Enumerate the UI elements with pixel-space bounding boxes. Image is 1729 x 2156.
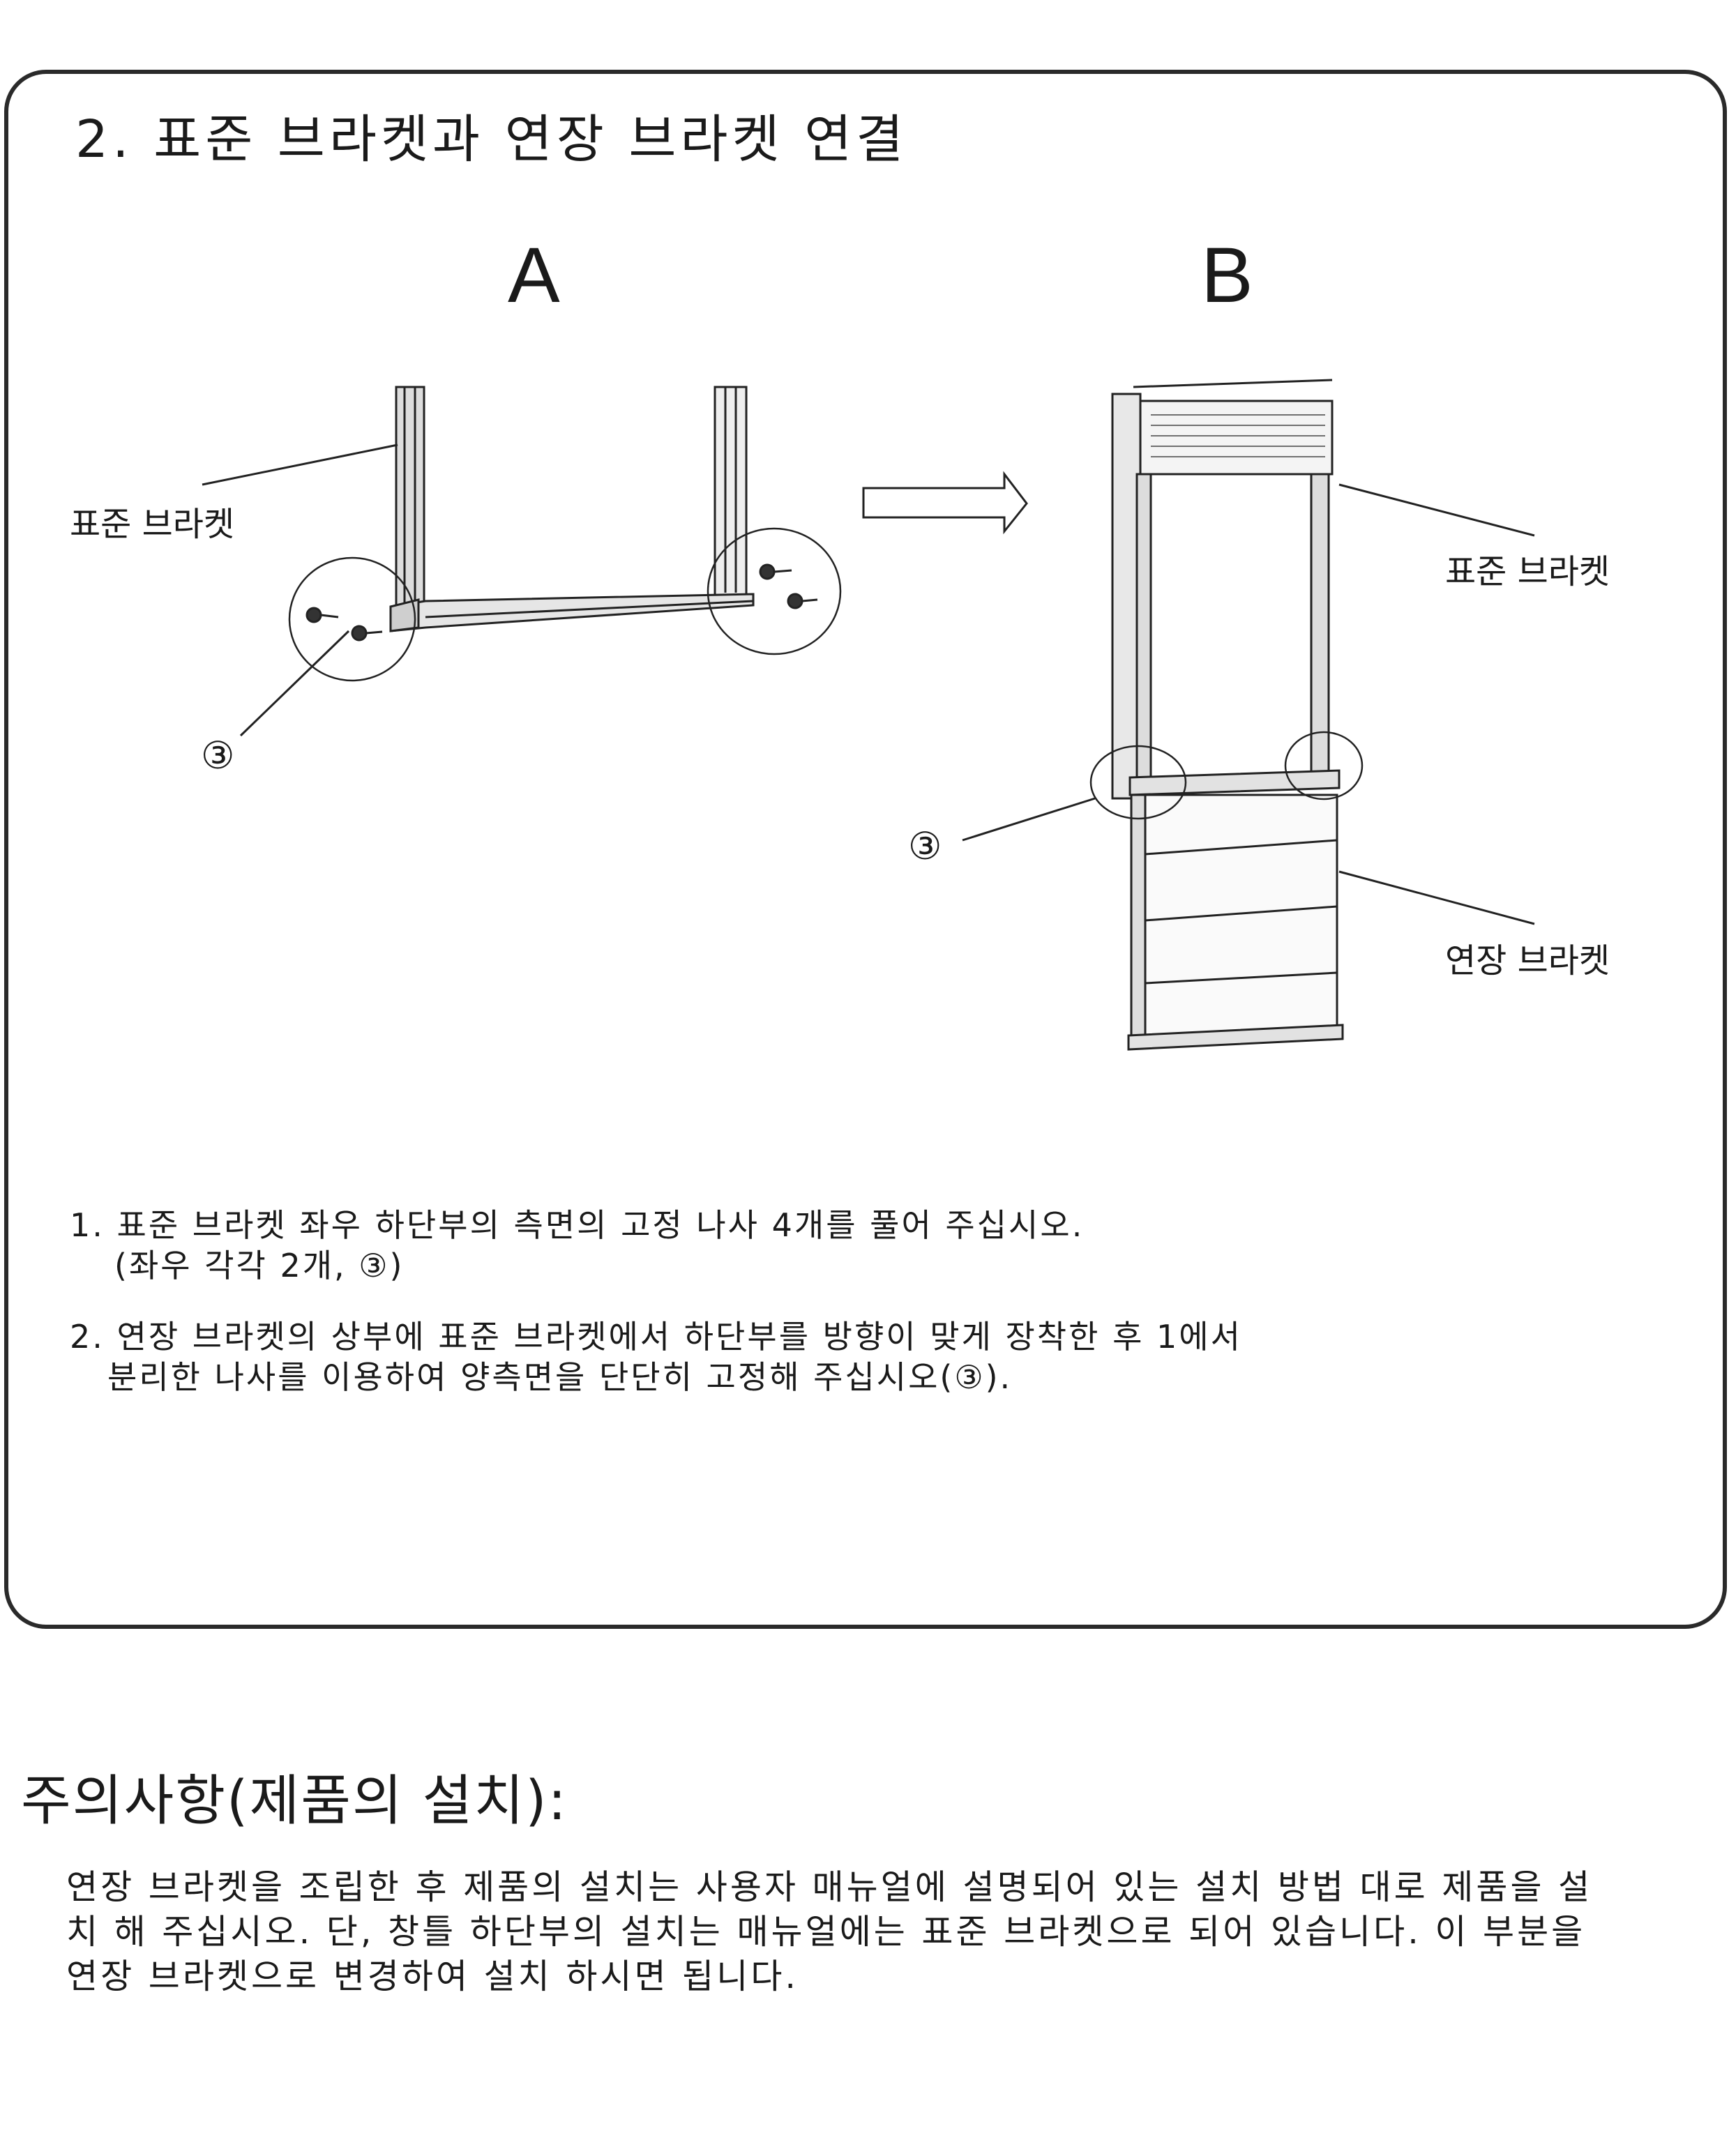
detail-circle-left <box>1089 745 1187 820</box>
figure-b-assembly-drawing <box>1111 379 1344 1051</box>
extension-bracket-label: 연장 브라켓 <box>1445 941 1610 980</box>
instruction-2-line2: 분리한 나사를 이용하여 양측면을 단단히 고정해 주십시오(③). <box>107 1358 1013 1396</box>
leader-line <box>1338 870 1535 925</box>
section-frame <box>4 70 1727 1629</box>
instruction-1-line2: (좌우 각각 2개, ③) <box>114 1247 405 1284</box>
leader-line <box>1338 483 1535 537</box>
instruction-1-line1: 1. 표준 브라켓 좌우 하단부의 측면의 고정 나사 4개를 풀어 주십시오. <box>70 1206 1085 1244</box>
caution-body: 연장 브라켓을 조립한 후 제품의 설치는 사용자 매뉴얼에 설명되어 있는 설… <box>66 1867 1593 1996</box>
caution-title: 주의사항(제품의 설치): <box>21 1770 568 1832</box>
detail-circle-right <box>1284 731 1364 800</box>
leader-line <box>962 797 1096 842</box>
instruction-1: 1. 표준 브라켓 좌우 하단부의 측면의 고정 나사 4개를 풀어 주십시오.… <box>70 1205 1084 1286</box>
screw-icon <box>305 607 339 623</box>
instruction-2-line1: 2. 연장 브라켓의 상부에 표준 브라켓에서 하단부를 방향이 맞게 장착한 … <box>70 1318 1242 1356</box>
screw-callout: ③ <box>908 824 942 868</box>
arrow-icon <box>862 471 1028 535</box>
screw-icon <box>351 625 383 642</box>
screw-icon <box>759 563 792 580</box>
section-title: 2. 표준 브라켓과 연장 브라켓 연결 <box>75 109 908 169</box>
detail-circle-right <box>707 527 842 655</box>
figure-b-label: B <box>1201 231 1253 319</box>
standard-bracket-label: 표준 브라켓 <box>1445 552 1610 591</box>
leader-line <box>239 630 350 737</box>
standard-bracket-label: 표준 브라켓 <box>70 505 235 544</box>
instruction-2: 2. 연장 브라켓의 상부에 표준 브라켓에서 하단부를 방향이 맞게 장착한 … <box>70 1316 1242 1397</box>
figure-a-bracket-drawing <box>389 386 755 632</box>
screw-icon <box>787 593 818 609</box>
figure-a-label: A <box>508 231 560 319</box>
screw-callout: ③ <box>201 734 235 777</box>
leader-line <box>202 443 398 486</box>
detail-circle-left <box>288 556 416 682</box>
